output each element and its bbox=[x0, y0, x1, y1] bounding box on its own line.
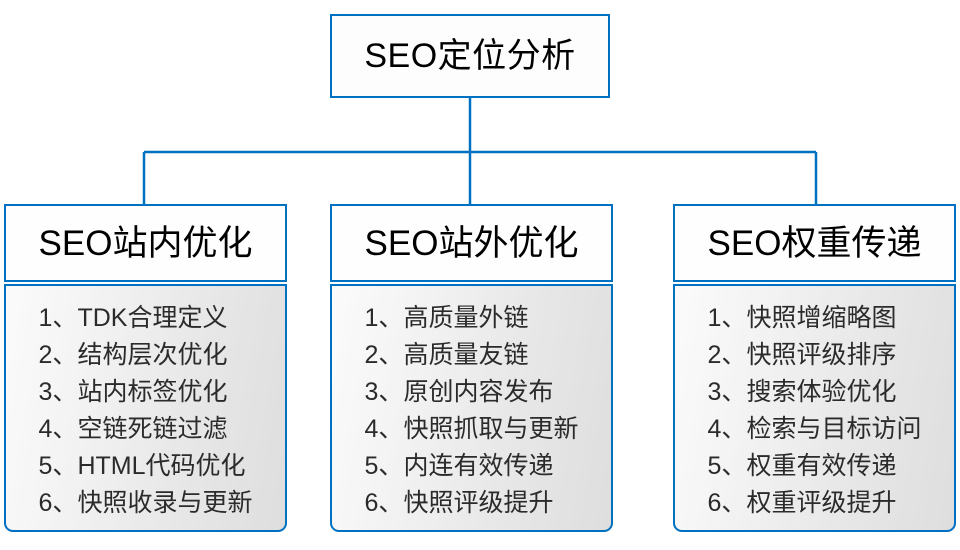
list-item-label: 结构层次优化 bbox=[77, 341, 228, 369]
list-item-label: 空链死链过滤 bbox=[77, 415, 228, 443]
list-item-label: 快照增缩略图 bbox=[746, 304, 897, 332]
column-3-header[interactable]: SEO权重传递 bbox=[673, 204, 956, 282]
list-item-label: 站内标签优化 bbox=[77, 378, 228, 406]
list-item-index: 3、 bbox=[707, 378, 747, 406]
list-item-label: 快照评级排序 bbox=[746, 341, 897, 369]
list-item-label: 检索与目标访问 bbox=[746, 415, 922, 443]
list-item-index: 5、 bbox=[38, 452, 78, 480]
list-item: 2、 高质量友链 bbox=[365, 337, 529, 374]
list-item-label: 快照评级提升 bbox=[403, 489, 554, 517]
list-item-index: 4、 bbox=[707, 415, 747, 443]
list-item-index: 6、 bbox=[38, 489, 78, 517]
list-item: 4、 快照抓取与更新 bbox=[365, 411, 579, 448]
list-item-index: 5、 bbox=[364, 452, 404, 480]
column-2-header[interactable]: SEO站外优化 bbox=[330, 204, 613, 282]
list-item-label: 权重有效传递 bbox=[746, 452, 897, 480]
list-item: 1、 TDK合理定义 bbox=[39, 300, 228, 337]
column-3-list: 1、 快照增缩略图 2、 快照评级排序 3、 搜索体验优化 4、 检索与目标访问… bbox=[673, 284, 956, 532]
root-node[interactable]: SEO定位分析 bbox=[330, 14, 610, 98]
list-item-index: 2、 bbox=[364, 341, 404, 369]
list-item: 2、 结构层次优化 bbox=[39, 337, 228, 374]
list-item-label: HTML代码优化 bbox=[77, 452, 246, 480]
list-item-label: 快照抓取与更新 bbox=[403, 415, 579, 443]
list-item-index: 4、 bbox=[364, 415, 404, 443]
column-3: SEO权重传递 1、 快照增缩略图 2、 快照评级排序 3、 搜索体验优化 4、 bbox=[673, 204, 956, 532]
list-item: 1、 高质量外链 bbox=[365, 300, 529, 337]
list-item: 4、 检索与目标访问 bbox=[708, 411, 922, 448]
list-item-index: 2、 bbox=[707, 341, 747, 369]
list-item-index: 5、 bbox=[707, 452, 747, 480]
list-item-index: 1、 bbox=[364, 304, 404, 332]
list-item-index: 4、 bbox=[38, 415, 78, 443]
list-item-label: 权重评级提升 bbox=[746, 489, 897, 517]
column-1-list: 1、 TDK合理定义 2、 结构层次优化 3、 站内标签优化 4、 空链死链过滤… bbox=[4, 284, 287, 532]
root-node-title: SEO定位分析 bbox=[364, 37, 576, 75]
list-item-index: 6、 bbox=[707, 489, 747, 517]
list-item: 2、 快照评级排序 bbox=[708, 337, 897, 374]
list-item: 5、 权重有效传递 bbox=[708, 448, 897, 485]
list-item-index: 1、 bbox=[707, 304, 747, 332]
list-item: 6、 快照收录与更新 bbox=[39, 485, 253, 522]
list-item-index: 1、 bbox=[38, 304, 78, 332]
list-item-index: 2、 bbox=[38, 341, 78, 369]
column-3-header-title: SEO权重传递 bbox=[707, 223, 922, 263]
list-item: 6、 快照评级提升 bbox=[365, 485, 554, 522]
list-item: 5、 内连有效传递 bbox=[365, 448, 554, 485]
list-item-index: 6、 bbox=[364, 489, 404, 517]
list-item-label: 原创内容发布 bbox=[403, 378, 554, 406]
list-item: 4、 空链死链过滤 bbox=[39, 411, 228, 448]
column-1-header-title: SEO站内优化 bbox=[38, 223, 253, 263]
list-item: 6、 权重评级提升 bbox=[708, 485, 897, 522]
list-item-label: 内连有效传递 bbox=[403, 452, 554, 480]
list-item: 3、 搜索体验优化 bbox=[708, 374, 897, 411]
list-item-index: 3、 bbox=[38, 378, 78, 406]
column-1-header[interactable]: SEO站内优化 bbox=[4, 204, 287, 282]
list-item-index: 3、 bbox=[364, 378, 404, 406]
list-item-label: TDK合理定义 bbox=[77, 304, 228, 332]
list-item: 3、 原创内容发布 bbox=[365, 374, 554, 411]
column-2-list: 1、 高质量外链 2、 高质量友链 3、 原创内容发布 4、 快照抓取与更新 5… bbox=[330, 284, 613, 532]
column-2-header-title: SEO站外优化 bbox=[364, 223, 579, 263]
list-item-label: 快照收录与更新 bbox=[77, 489, 253, 517]
list-item: 1、 快照增缩略图 bbox=[708, 300, 897, 337]
list-item-label: 高质量友链 bbox=[403, 341, 529, 369]
list-item: 5、 HTML代码优化 bbox=[39, 448, 246, 485]
list-item: 3、 站内标签优化 bbox=[39, 374, 228, 411]
column-1: SEO站内优化 1、 TDK合理定义 2、 结构层次优化 3、 站内标签优化 4… bbox=[4, 204, 287, 532]
column-2: SEO站外优化 1、 高质量外链 2、 高质量友链 3、 原创内容发布 4、 快 bbox=[330, 204, 613, 532]
list-item-label: 高质量外链 bbox=[403, 304, 529, 332]
list-item-label: 搜索体验优化 bbox=[746, 378, 897, 406]
